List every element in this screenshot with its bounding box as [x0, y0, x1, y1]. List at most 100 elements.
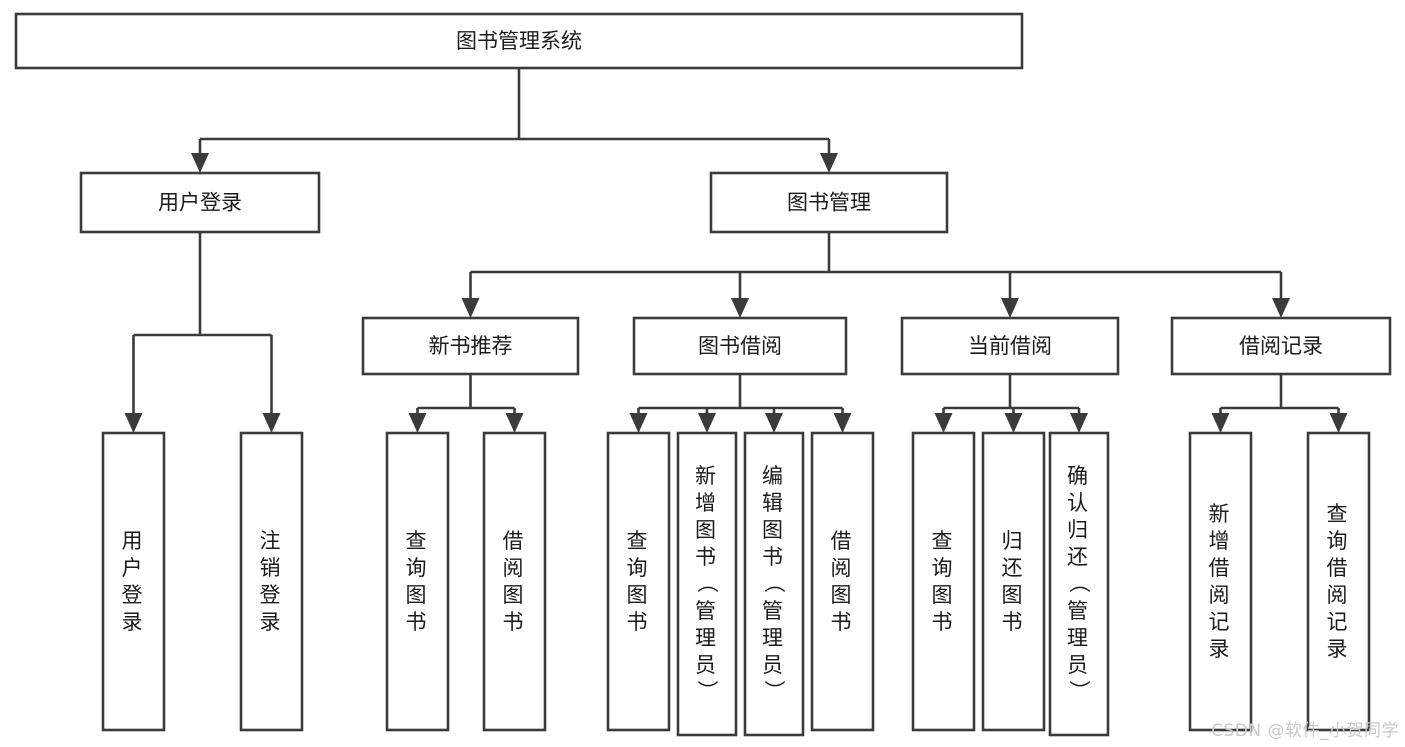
svg-text:员: 员 — [762, 653, 786, 677]
svg-text:记: 记 — [1209, 610, 1233, 634]
node-current-borrow-label: 当前借阅 — [968, 334, 1052, 358]
svg-text:录: 录 — [1209, 637, 1233, 661]
svg-text:登: 登 — [260, 583, 284, 607]
svg-text:书: 书 — [695, 545, 719, 569]
svg-text:管: 管 — [1067, 599, 1091, 623]
node-leaf-borrow-book-bor[interactable] — [810, 431, 875, 732]
node-leaf-query-book-cur[interactable] — [911, 431, 976, 732]
svg-text:理: 理 — [762, 626, 786, 650]
svg-text:借: 借 — [1327, 556, 1351, 580]
book-borrow-arrow-1 — [698, 413, 716, 433]
node-user-login-label: 用户登录 — [158, 191, 242, 215]
node-new-book-recommend-label: 新书推荐 — [429, 334, 513, 358]
svg-text:书: 书 — [831, 610, 855, 634]
new-book-recommend-arrow-1 — [505, 413, 524, 433]
svg-text:记: 记 — [1327, 610, 1351, 634]
svg-text:阅: 阅 — [503, 556, 527, 580]
node-leaf-edit-book-admin[interactable] — [743, 431, 805, 737]
node-root[interactable] — [14, 12, 1024, 70]
svg-text:图: 图 — [406, 583, 430, 607]
connector-layer — [124, 68, 1348, 433]
node-leaf-borrow-book-rec[interactable] — [482, 431, 547, 732]
svg-text:登: 登 — [122, 583, 146, 607]
svg-text:确: 确 — [1067, 464, 1091, 488]
svg-text:销: 销 — [260, 556, 284, 580]
svg-text:图: 图 — [503, 583, 527, 607]
svg-text:还: 还 — [1002, 556, 1026, 580]
node-leaf-query-record[interactable] — [1306, 431, 1371, 732]
svg-text:还: 还 — [1067, 545, 1091, 569]
svg-text:用: 用 — [122, 529, 146, 553]
node-leaf-add-book-admin[interactable] — [676, 431, 738, 737]
node-root-label: 图书管理系统 — [456, 29, 582, 53]
svg-text:户: 户 — [122, 556, 146, 580]
svg-text:理: 理 — [1067, 626, 1091, 650]
svg-text:增: 增 — [1209, 529, 1233, 553]
root-arrow-0 — [191, 153, 209, 173]
current-borrow-arrow-0 — [934, 413, 953, 433]
svg-text:（: （ — [695, 572, 719, 596]
svg-text:查: 查 — [406, 529, 430, 553]
svg-text:书: 书 — [627, 610, 651, 634]
svg-text:新: 新 — [695, 464, 719, 488]
node-leaf-user-logout[interactable] — [239, 431, 304, 732]
book-manage-arrow-0 — [461, 298, 480, 318]
svg-text:）: ） — [762, 680, 786, 704]
node-leaf-add-record[interactable] — [1188, 431, 1253, 732]
node-leaf-query-book-bor[interactable] — [606, 431, 671, 732]
node-leaf-confirm-return[interactable] — [1048, 431, 1110, 737]
svg-text:询: 询 — [1327, 529, 1351, 553]
svg-text:借: 借 — [831, 529, 855, 553]
svg-text:管: 管 — [695, 599, 719, 623]
book-manage-arrow-2 — [1001, 298, 1019, 318]
svg-text:）: ） — [1067, 680, 1091, 704]
book-borrow-arrow-2 — [765, 413, 783, 433]
svg-text:认: 认 — [1067, 491, 1091, 515]
current-borrow-arrow-1 — [1004, 413, 1023, 433]
borrow-record-arrow-1 — [1329, 413, 1348, 433]
node-leaf-user-login[interactable] — [101, 431, 166, 732]
svg-text:理: 理 — [695, 626, 719, 650]
book-manage-arrow-3 — [1272, 298, 1290, 318]
svg-text:查: 查 — [932, 529, 956, 553]
root-arrow-1 — [820, 153, 838, 173]
svg-text:图: 图 — [1002, 583, 1026, 607]
svg-text:新: 新 — [1209, 502, 1233, 526]
svg-text:录: 录 — [122, 610, 146, 634]
svg-text:归: 归 — [1002, 529, 1026, 553]
node-user-login[interactable] — [79, 171, 321, 234]
current-borrow-arrow-2 — [1070, 413, 1088, 433]
new-book-recommend-arrow-0 — [408, 413, 427, 433]
svg-text:录: 录 — [1327, 637, 1351, 661]
svg-text:借: 借 — [503, 529, 527, 553]
node-book-manage[interactable] — [709, 171, 949, 234]
svg-text:查: 查 — [627, 529, 651, 553]
svg-text:阅: 阅 — [831, 556, 855, 580]
node-current-borrow[interactable] — [900, 316, 1120, 376]
node-leaf-user-login-label: 用户登录 — [122, 529, 146, 634]
borrow-record-arrow-0 — [1211, 413, 1230, 433]
node-book-manage-label: 图书管理 — [787, 191, 871, 215]
svg-text:归: 归 — [1067, 518, 1091, 542]
svg-text:图: 图 — [932, 583, 956, 607]
svg-text:借: 借 — [1209, 556, 1233, 580]
svg-text:辑: 辑 — [762, 491, 786, 515]
svg-text:图: 图 — [627, 583, 651, 607]
node-leaf-query-book-rec[interactable] — [385, 431, 450, 732]
node-book-borrow[interactable] — [632, 316, 848, 376]
node-new-book-recommend[interactable] — [361, 316, 580, 376]
svg-text:（: （ — [1067, 572, 1091, 596]
node-leaf-return-book[interactable] — [981, 431, 1046, 732]
svg-text:）: ） — [695, 680, 719, 704]
node-borrow-record[interactable] — [1170, 316, 1392, 376]
